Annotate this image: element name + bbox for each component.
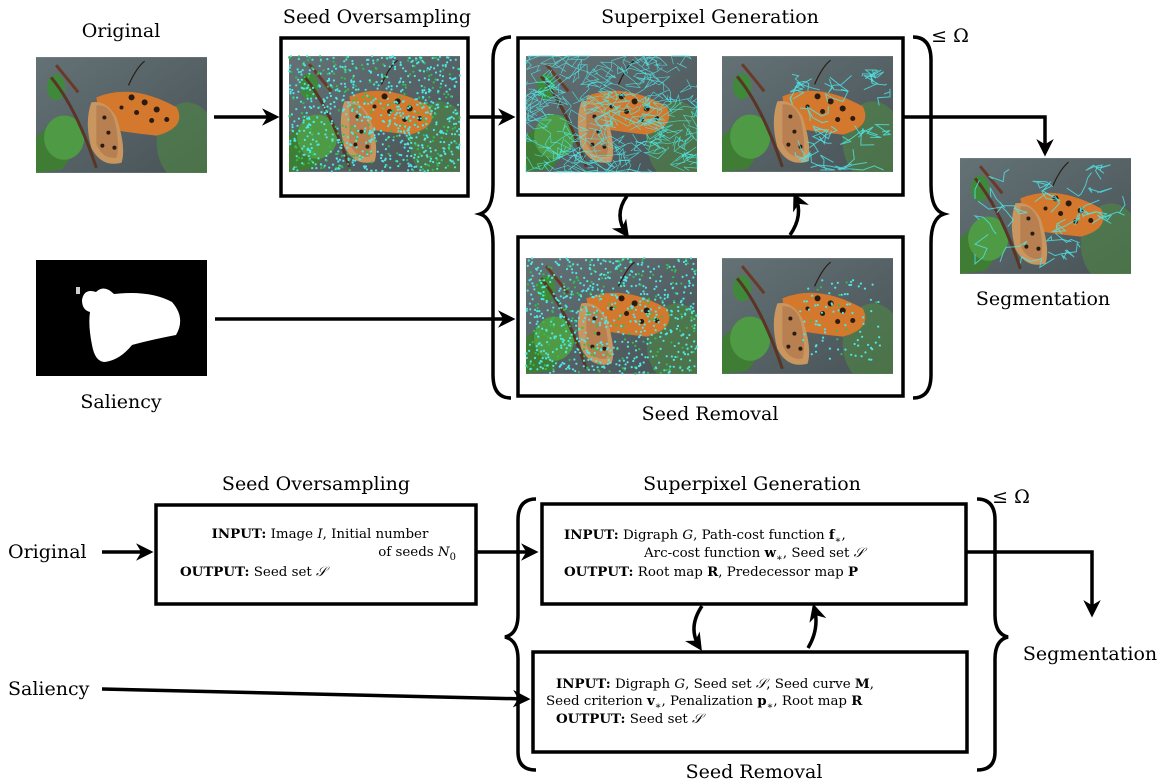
- top-omega-label: ≤ Ω: [931, 25, 969, 47]
- top-seed-oversampling-box: [279, 36, 470, 198]
- svg-text:Seed criterion v∗, Penalizatio: Seed criterion v∗, Penalization p∗, Root…: [546, 693, 863, 712]
- bottom-right-brace: [976, 497, 1009, 772]
- bottom-oversampling-text: INPUT: Image I, Initial number of seeds …: [180, 526, 456, 580]
- bottom-seed-oversampling-label: Seed Oversampling: [222, 473, 410, 495]
- arrow-bottom-saliency: [101, 687, 531, 708]
- bottom-omega-label: ≤ Ω: [992, 486, 1030, 508]
- generation-contours-right: [789, 69, 892, 171]
- top-original-photo: [36, 57, 207, 173]
- bottom-generation-box: [540, 502, 968, 606]
- svg-text:OUTPUT: Root map R, Predecesso: OUTPUT: Root map R, Predecessor map P: [564, 564, 858, 580]
- removal-seeds-right: [799, 279, 882, 361]
- top-original-label: Original: [82, 20, 161, 42]
- bottom-oversampling-box: [154, 503, 478, 606]
- top-seed-oversampling-label: Seed Oversampling: [283, 6, 471, 28]
- oversampling-seeds: [288, 55, 461, 173]
- svg-text:of seeds N0: of seeds N0: [378, 545, 456, 563]
- top-oversampling-photo: [288, 55, 461, 173]
- bottom-generation-text: INPUT: Digraph G, Path-cost function f∗,…: [564, 527, 868, 580]
- removal-photo-left: [525, 256, 698, 375]
- bottom-arrow-to-segmentation: [967, 550, 1101, 618]
- bottom-segmentation-label: Segmentation: [1023, 643, 1157, 665]
- top-left-brace: [474, 35, 512, 400]
- top-diagram: Original Seed Oversampling ≤ Ω Superpixe…: [36, 6, 1131, 425]
- bottom-saliency-label: Saliency: [8, 678, 90, 700]
- generation-photo-right: [722, 56, 893, 172]
- removal-photo-right: [722, 258, 893, 374]
- bottom-left-brace: [504, 497, 537, 772]
- arrow-removal-to-generation: [788, 192, 809, 237]
- bottom-arrow-removal-to-generation: [806, 603, 827, 649]
- svg-text:OUTPUT: Seed set 𝒮: OUTPUT: Seed set 𝒮: [180, 564, 330, 580]
- top-saliency-label: Saliency: [80, 391, 162, 413]
- bottom-removal-text: INPUT: Digraph G, Seed set 𝒮, Seed curve…: [546, 676, 874, 727]
- bottom-seed-removal-label: Seed Removal: [686, 761, 823, 783]
- top-seed-removal-box: [516, 235, 905, 398]
- removal-seeds-left: [525, 256, 698, 375]
- segmentation-photo: [960, 158, 1131, 274]
- top-segmentation-label: Segmentation: [976, 288, 1110, 310]
- top-seed-removal-label: Seed Removal: [642, 403, 779, 425]
- arrow-to-segmentation: [903, 115, 1054, 157]
- generation-photo-left: [525, 55, 698, 173]
- top-right-brace: [912, 35, 950, 400]
- svg-text:INPUT: Image I, Initial number: INPUT: Image I, Initial number: [212, 526, 429, 542]
- svg-text:Arc-cost function w∗, Seed set: Arc-cost function w∗, Seed set 𝒮: [643, 545, 868, 564]
- top-superpixel-generation-label: Superpixel Generation: [601, 6, 819, 28]
- bottom-original-label: Original: [8, 541, 87, 563]
- saliency-mask: [36, 260, 207, 376]
- generation-contours-left: [525, 55, 698, 173]
- arrow-generation-to-removal: [611, 194, 630, 238]
- bottom-arrow-generation-to-removal: [685, 605, 704, 651]
- svg-text:OUTPUT: Seed set 𝒮: OUTPUT: Seed set 𝒮: [556, 711, 706, 727]
- segmentation-contours: [973, 164, 1126, 269]
- bottom-removal-box: [531, 650, 969, 754]
- svg-text:INPUT: Digraph G, Seed set 𝒮,: INPUT: Digraph G, Seed set 𝒮, Seed curve…: [556, 676, 874, 692]
- svg-text:INPUT: Digraph G, Path-cost fu: INPUT: Digraph G, Path-cost function f∗,: [564, 527, 846, 546]
- bottom-superpixel-generation-label: Superpixel Generation: [643, 473, 861, 495]
- bottom-diagram: Seed Oversampling Superpixel Generation …: [8, 473, 1157, 783]
